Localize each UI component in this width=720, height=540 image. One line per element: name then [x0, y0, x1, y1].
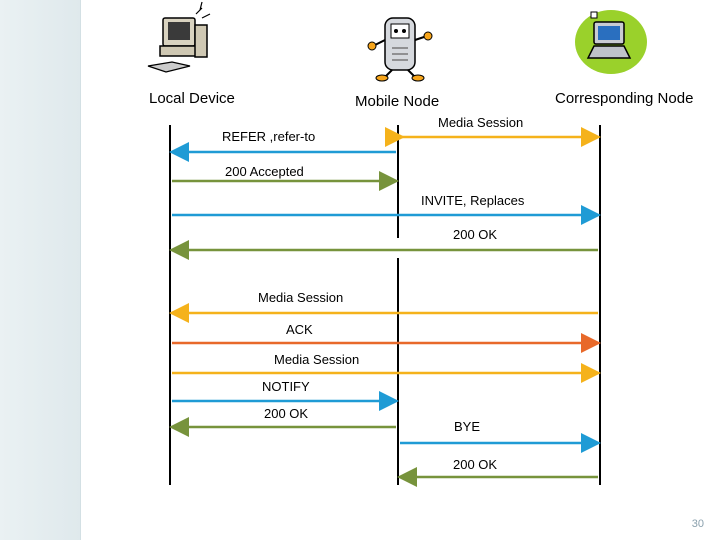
- msg-label-media-session-top: Media Session: [438, 115, 524, 130]
- msg-label-refer: REFER ,refer-to: [222, 129, 316, 144]
- desktop-computer-icon: [147, 1, 211, 73]
- message-arrows: [169, 127, 601, 487]
- slide-number: 30: [691, 518, 704, 530]
- msg-label-notify: NOTIFY: [262, 379, 310, 394]
- msg-label-invite-replaces: INVITE, Replaces: [421, 193, 525, 208]
- lifelines: [169, 125, 601, 485]
- msg-label-ack: ACK: [286, 322, 313, 337]
- msg-label-200-ok-notify: 200 OK: [264, 406, 309, 421]
- node-label-corresponding-node: Corresponding Node: [555, 90, 694, 107]
- msg-label-200-ok-bye: 200 OK: [453, 457, 498, 472]
- node-label-local-device: Local Device: [149, 90, 235, 107]
- slide-left-band: [0, 0, 81, 540]
- msg-label-200-ok-invite: 200 OK: [453, 227, 498, 242]
- msg-label-200-accepted: 200 Accepted: [225, 164, 304, 179]
- msg-label-bye: BYE: [454, 419, 481, 434]
- laptop-icon: [575, 10, 647, 74]
- msg-label-media-session-low: Media Session: [274, 352, 360, 367]
- msg-label-media-session-mid: Media Session: [258, 290, 344, 305]
- node-label-mobile-node: Mobile Node: [355, 93, 440, 110]
- cell-phone-character-icon: [367, 17, 433, 82]
